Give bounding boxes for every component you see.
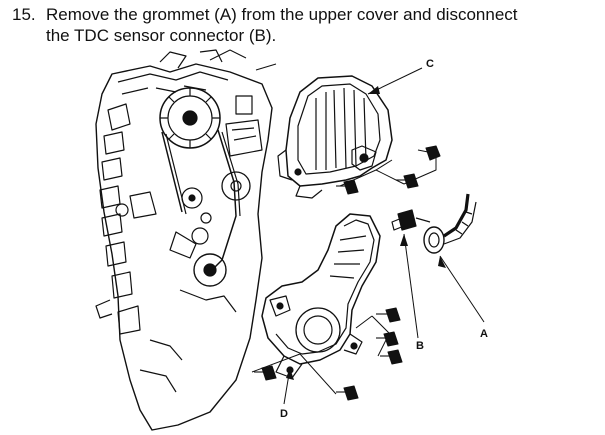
step-instruction: 15. Remove the grommet (A) from the upper… — [12, 4, 597, 46]
bolts — [254, 145, 441, 401]
tdc-connector-and-grommet — [391, 193, 477, 254]
callout-a: A — [480, 328, 488, 340]
step-text-line2: the TDC sensor connector (B). — [46, 26, 277, 45]
step-number: 15. — [12, 5, 36, 24]
upper-cover — [277, 75, 393, 199]
engine-block — [95, 49, 273, 431]
lower-cover — [261, 213, 381, 379]
callout-b: B — [416, 340, 424, 352]
callout-d: D — [280, 408, 288, 420]
callout-c: C — [426, 58, 434, 70]
step-text-line1: Remove the grommet (A) from the upper co… — [46, 5, 518, 24]
arrowheads — [286, 86, 446, 380]
step-instruction-line1: 15. Remove the grommet (A) from the upper… — [12, 4, 597, 25]
engine-timing-cover-diagram — [95, 49, 485, 431]
